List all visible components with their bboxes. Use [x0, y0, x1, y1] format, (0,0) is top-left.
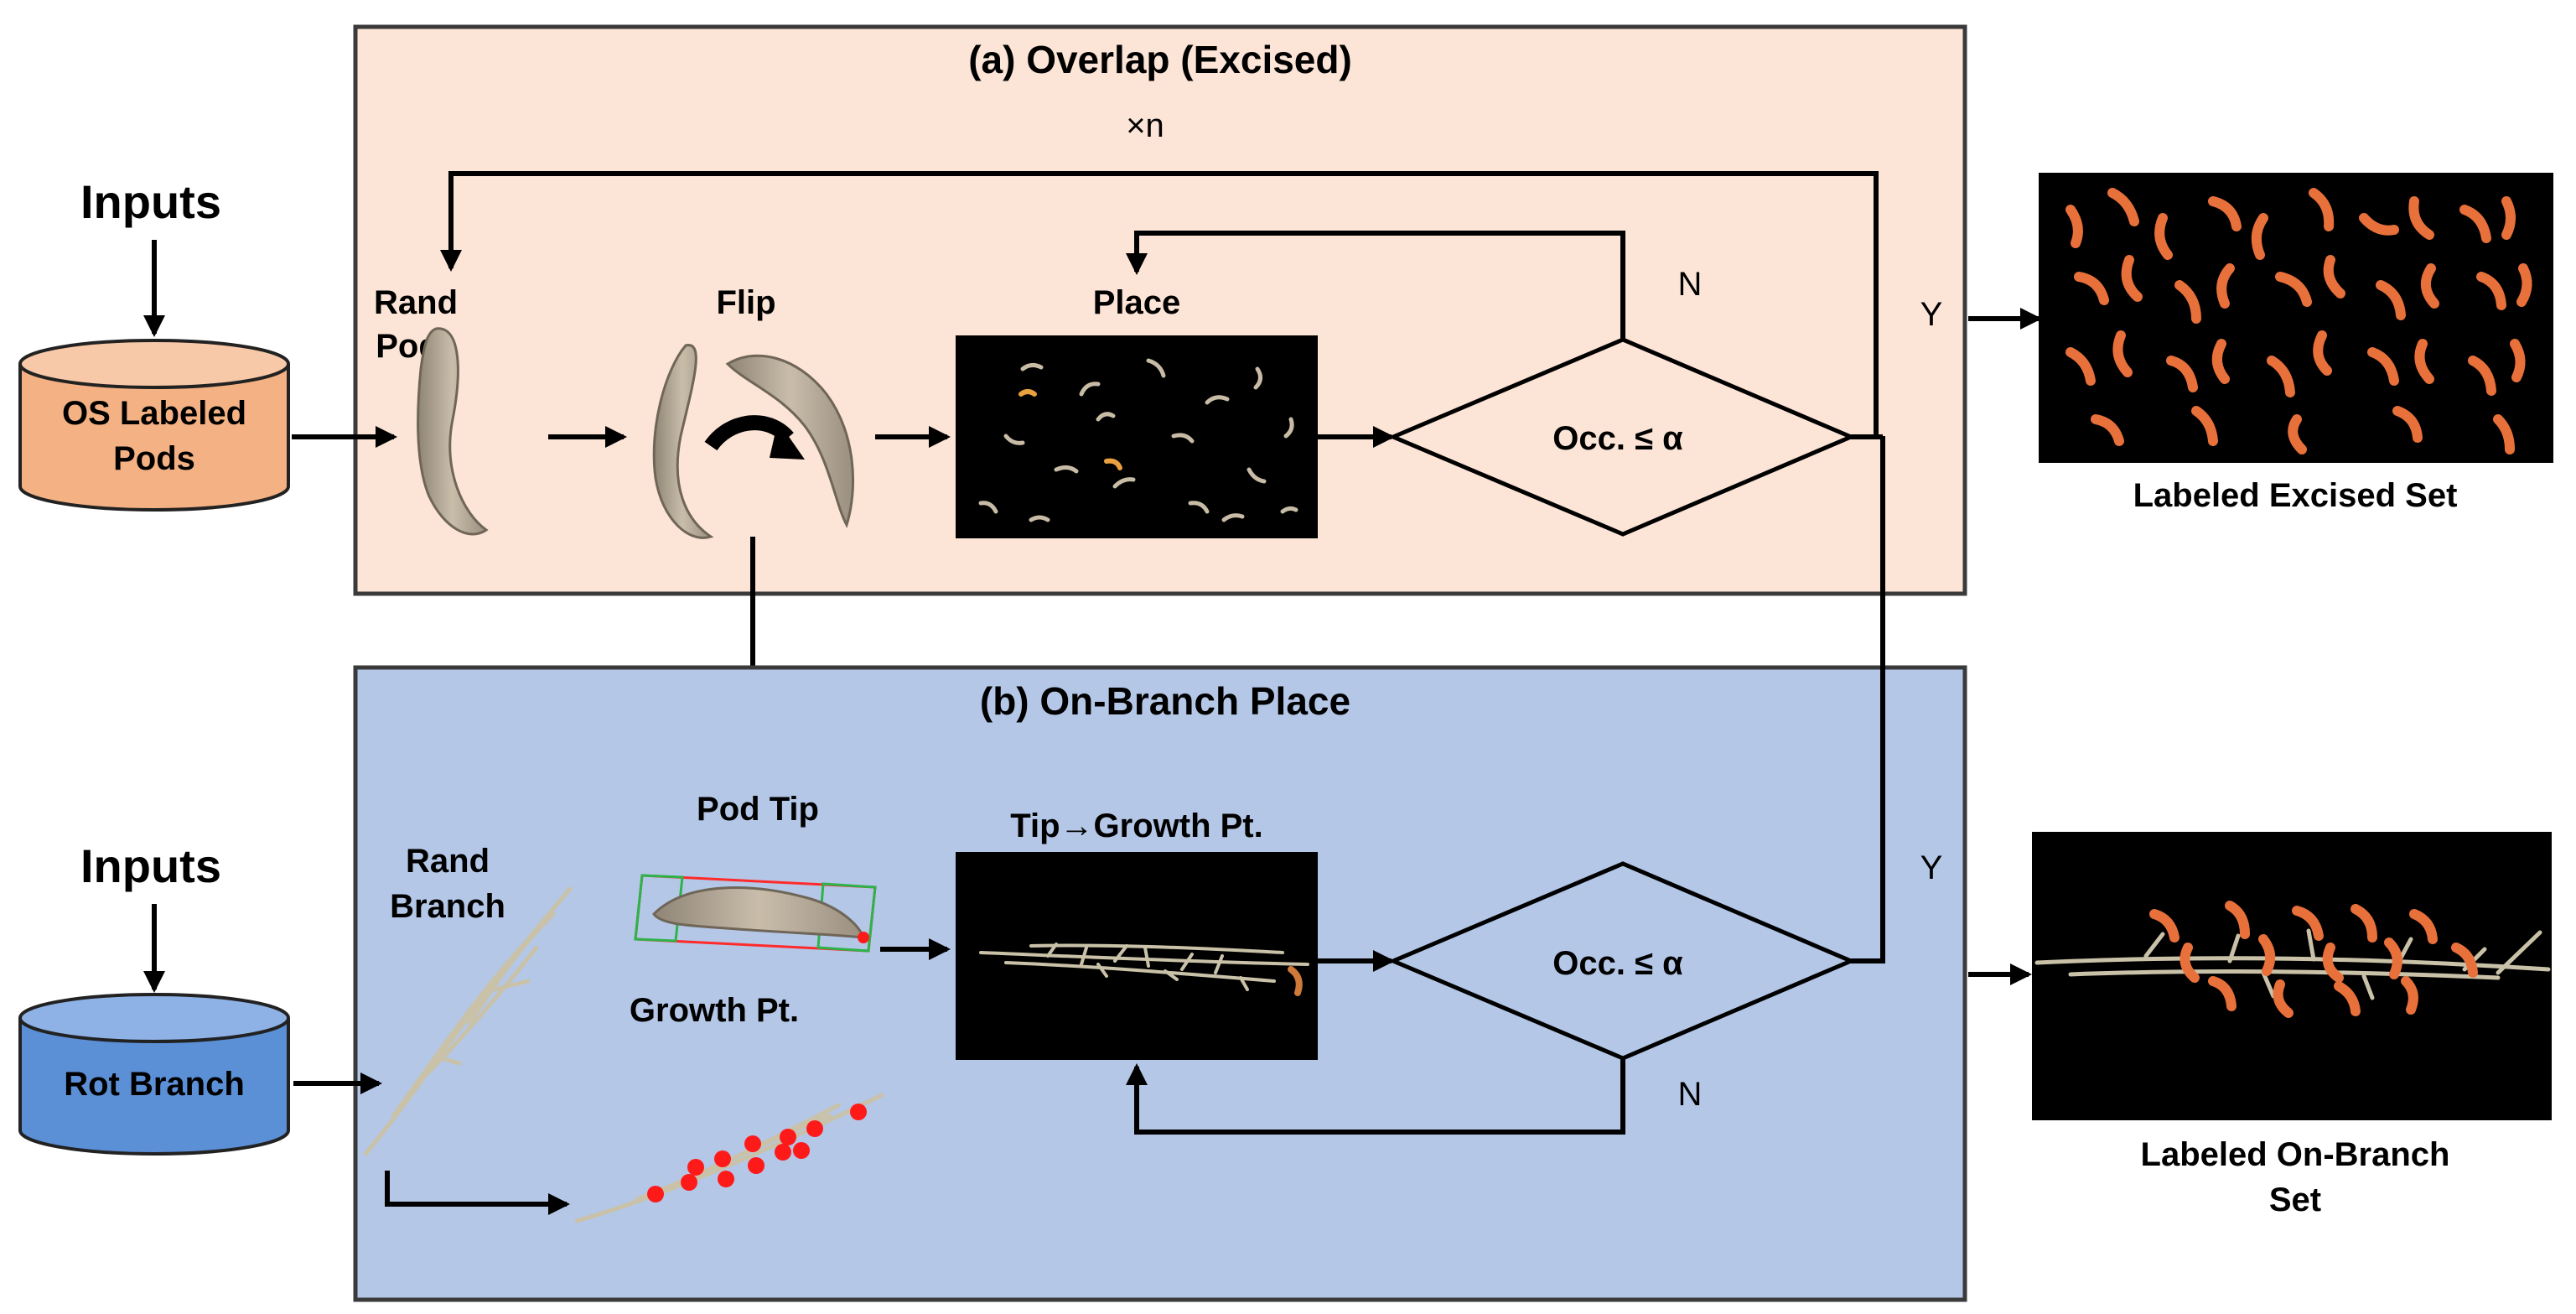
panel-a-title: (a) Overlap (Excised) [968, 38, 1352, 81]
flip-pod-right [725, 354, 855, 528]
panel-b-title: (b) On-Branch Place [980, 679, 1350, 723]
arrow-branch-to-growth-points [385, 1171, 570, 1215]
loop-arrow [440, 171, 1879, 436]
tip-growth-image [956, 852, 1318, 1060]
tip-growth-orange-pod [1288, 966, 1303, 996]
flip-arrow-icon [704, 415, 805, 460]
pod-tip-image [634, 874, 877, 953]
arrow-yes-b-vertical [1851, 436, 1885, 963]
place-image-pods [978, 358, 1298, 522]
flip-pod-left [652, 344, 714, 539]
rand-pod-label-1: Rand [374, 284, 458, 321]
rand-pod-image [417, 327, 489, 536]
tip-growth-label: Tip→Growth Pt. [1010, 808, 1262, 844]
yes-b-label: Y [1920, 849, 1943, 886]
inputs-bottom-label: Inputs [80, 839, 221, 892]
flip-label: Flip [716, 284, 775, 321]
arrow-no-b [1126, 1058, 1625, 1135]
inputs-top-label: Inputs [80, 175, 221, 228]
yes-a-label: Y [1920, 296, 1943, 333]
arrow-no-a [1126, 231, 1625, 340]
onbranch-output-label-2: Set [2269, 1182, 2321, 1218]
decision-a-label: Occ. ≤ α [1552, 420, 1683, 457]
onbranch-output-pods [2149, 901, 2478, 1018]
no-a-label: N [1678, 266, 1703, 303]
place-image-orange-pods [1018, 389, 1122, 470]
loop-count-label: ×n [1126, 107, 1164, 144]
tip-growth-branch [979, 943, 1309, 991]
branch-image-icon [363, 886, 573, 1156]
place-image [956, 335, 1318, 538]
growth-pt-label: Growth Pt. [630, 992, 799, 1029]
excised-output-pods [2065, 188, 2532, 454]
onbranch-output-label-1: Labeled On-Branch [2141, 1136, 2450, 1173]
os-pods-database [18, 339, 290, 512]
os-pods-label-2: Pods [113, 440, 195, 477]
excised-output-label: Labeled Excised Set [2133, 477, 2458, 514]
rot-branch-database [18, 993, 290, 1156]
rand-branch-label-1: Rand [406, 843, 490, 880]
rand-branch-label-2: Branch [390, 888, 505, 925]
decision-b-diamond [1387, 861, 1857, 1061]
no-b-label: N [1678, 1076, 1703, 1113]
pod-tip-label: Pod Tip [697, 791, 819, 828]
place-label: Place [1093, 284, 1181, 321]
os-pods-label-1: OS Labeled [62, 395, 246, 432]
decision-b-label: Occ. ≤ α [1552, 945, 1683, 982]
rot-branch-label: Rot Branch [64, 1066, 245, 1103]
growth-points-icon [574, 1093, 884, 1223]
